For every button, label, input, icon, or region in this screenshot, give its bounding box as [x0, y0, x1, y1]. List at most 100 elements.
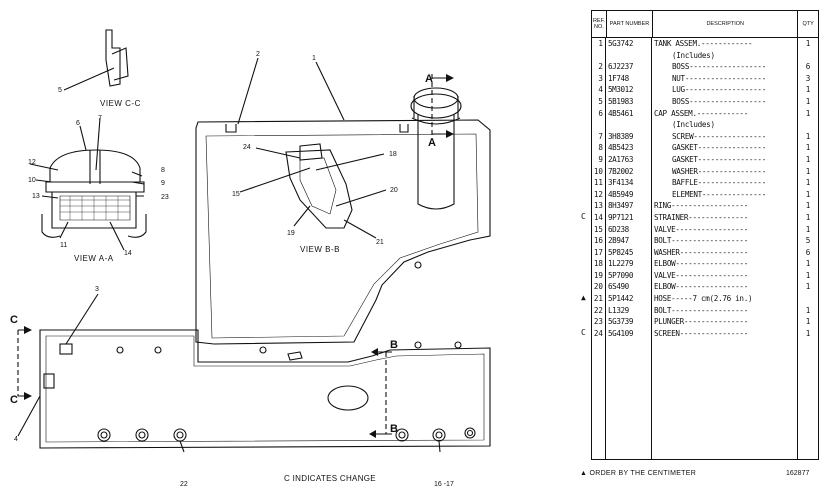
callout-18: 18: [389, 151, 397, 158]
qty-cell: 3: [805, 73, 811, 83]
view-aa-label: VIEW A-A: [74, 254, 114, 263]
callout-6: 6: [76, 120, 80, 127]
callout-14: 14: [124, 250, 132, 257]
part-number-cell: 5M3012: [606, 84, 652, 96]
ref-no-cell: 13: [592, 200, 606, 212]
part-number-cell: 6S490: [606, 281, 652, 294]
description-cell: LUG-------------------: [652, 84, 798, 96]
callout-5: 5: [58, 87, 62, 94]
ref-no-cell: 9: [592, 153, 606, 166]
tank-lower-body: [39, 329, 491, 449]
description-cell: (Includes): [652, 49, 798, 62]
change-mark: C: [581, 328, 586, 337]
callout-12: 12: [28, 159, 36, 166]
part-number-cell: 5G3742: [606, 38, 652, 50]
qty-cell: 1: [805, 85, 811, 95]
part-number-cell: 8H3497: [606, 200, 652, 212]
ref-no-cell: 21: [592, 293, 606, 305]
description-cell: HOSE-----7 cm(2.76 in.): [652, 293, 798, 305]
ref-no-cell: 10: [592, 165, 606, 178]
header-part-number: PART NUMBER: [607, 11, 654, 37]
part-number-cell: 1L2279: [606, 258, 652, 270]
description-cell: PLUNGER---------------: [652, 316, 798, 328]
parts-table-header: REF. NO. PART NUMBER DESCRIPTION QTY: [592, 11, 818, 38]
ref-no-cell: 19: [592, 269, 606, 282]
description-cell: VALVE-----------------: [652, 223, 798, 236]
centimeter-mark: ▲: [581, 293, 586, 303]
part-number-cell: [606, 119, 652, 131]
ref-no-cell: 18: [592, 258, 606, 270]
callout-3: 3: [95, 286, 99, 293]
ref-no-cell: 15: [592, 223, 606, 236]
qty-cell: 1: [805, 189, 811, 199]
section-letter-c-bottom: C: [10, 394, 18, 406]
description-cell: BOSS------------------: [652, 61, 798, 73]
ref-no-cell: 24: [592, 327, 606, 340]
callout-13: 13: [32, 193, 40, 200]
part-number-cell: 3F4134: [606, 177, 652, 189]
view-bb-drawing: [285, 149, 353, 229]
qty-cell: 1: [805, 224, 811, 234]
qty-cell: 6: [805, 247, 811, 257]
description-cell: TANK ASSEM.------------: [652, 38, 798, 50]
description-cell: GASKET----------------: [652, 142, 798, 154]
qty-cell: 1: [805, 270, 811, 280]
qty-cell: 1: [805, 96, 811, 106]
section-letter-b-bottom: B: [390, 423, 398, 435]
description-cell: (Includes): [652, 119, 798, 131]
ref-no-cell: [592, 119, 606, 131]
part-number-cell: 5G3739: [606, 316, 652, 328]
ref-no-cell: 23: [592, 316, 606, 328]
qty-cell: [798, 293, 818, 305]
ref-no-cell: 14: [592, 211, 606, 224]
part-number-cell: 4B5423: [606, 142, 652, 154]
part-number-cell: 9P7121: [606, 211, 652, 224]
description-cell: GASKET----------------: [652, 153, 798, 166]
callout-22: 22: [180, 481, 188, 488]
qty-cell: 1: [805, 178, 811, 188]
description-cell: WASHER----------------: [652, 246, 798, 259]
callout-1: 1: [312, 55, 316, 62]
callout-23: 23: [161, 194, 169, 201]
part-number-cell: 6D238: [606, 223, 652, 236]
part-number-cell: 5P8245: [606, 246, 652, 259]
callout-8: 8: [161, 167, 165, 174]
description-cell: SCREEN----------------: [652, 327, 798, 340]
header-ref-no: REF. NO.: [592, 11, 607, 37]
qty-cell: 5: [805, 236, 811, 246]
parts-row: (Includes): [592, 49, 818, 62]
callout-11: 11: [60, 242, 67, 249]
header-description: DESCRIPTION: [653, 11, 799, 37]
sight-opening: [327, 385, 369, 411]
filler-neck: [417, 114, 455, 210]
qty-cell: 1: [805, 154, 811, 164]
ref-no-cell: 6: [592, 107, 606, 120]
description-cell: BOLT------------------: [652, 235, 798, 247]
ref-no-cell: 16: [592, 235, 606, 247]
part-number-cell: 3H8389: [606, 130, 652, 143]
tank-assembly-drawing: VIEW C-C VIEW A-A VIEW B-B A A B B C C 1…: [10, 29, 491, 488]
ref-no-cell: 12: [592, 188, 606, 201]
ref-no-cell: 22: [592, 304, 606, 317]
callout-9: 9: [161, 180, 165, 187]
qty-cell: 1: [805, 108, 811, 118]
part-number-cell: 5P7090: [606, 269, 652, 282]
ref-no-cell: 7: [592, 130, 606, 143]
qty-cell: 1: [805, 166, 811, 176]
order-by-centimeter-note: ▲ ORDER BY THE CENTIMETER: [580, 470, 697, 477]
